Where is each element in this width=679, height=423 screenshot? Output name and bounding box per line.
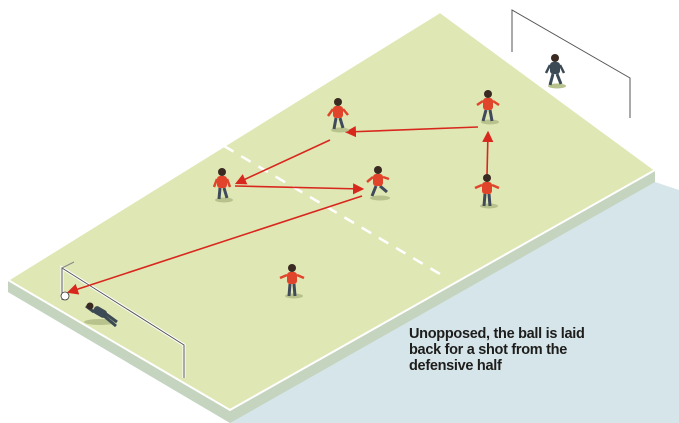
- player-goalkeeper-left: [84, 302, 118, 328]
- pass-arrow-2: [344, 126, 479, 138]
- player-goalkeeper-right: [544, 54, 566, 89]
- goal-right: [510, 7, 632, 118]
- pass-arrow-5: [66, 195, 363, 295]
- goal-left: [60, 261, 186, 378]
- pass-arrow-1: [482, 130, 494, 176]
- pass-arrow-4: [234, 183, 365, 195]
- halfway-line: [223, 144, 446, 279]
- player-attacker-right: [474, 174, 500, 209]
- player-defender-bottom: [279, 264, 305, 299]
- pass-arrows: [66, 126, 494, 295]
- player-attacker-left: [212, 168, 233, 203]
- player-attacker-top-right: [476, 90, 500, 125]
- caption-line-2: back for a shot from the: [409, 342, 567, 358]
- ball: [60, 291, 70, 301]
- caption-line-1: Unopposed, the ball is laid: [409, 326, 585, 342]
- player-attacker-center: [366, 166, 390, 201]
- caption-line-3: defensive half: [409, 358, 502, 374]
- pass-arrow-3: [234, 139, 331, 185]
- diagram-caption: Unopposed, the ball is laid back for a s…: [409, 326, 671, 374]
- player-attacker-top-center: [326, 98, 349, 133]
